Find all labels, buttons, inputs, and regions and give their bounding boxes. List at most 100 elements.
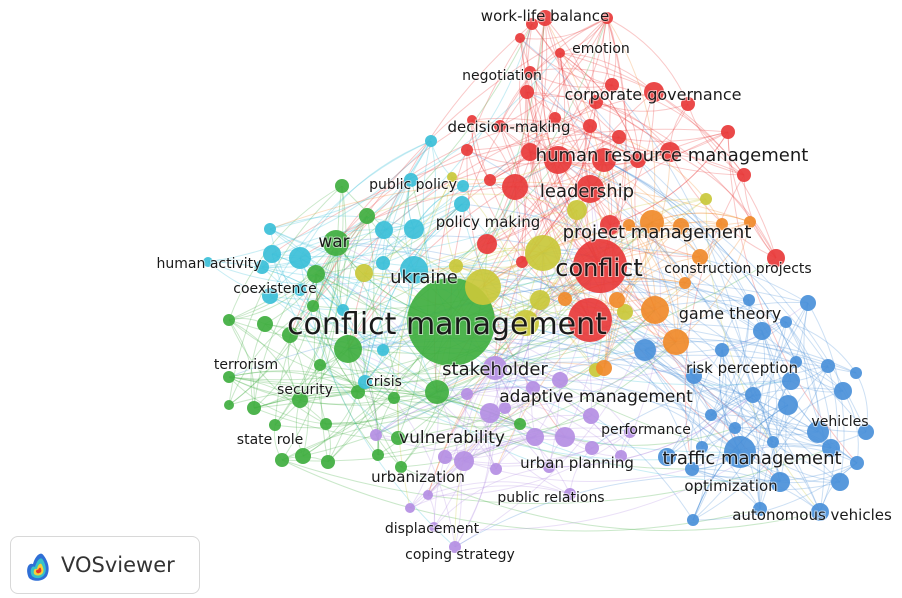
- keyword-node-cyan[interactable]: [337, 304, 349, 316]
- keyword-node-purple[interactable]: [480, 403, 500, 423]
- keyword-node-cyan[interactable]: [203, 257, 213, 267]
- keyword-node-green[interactable]: [391, 431, 405, 445]
- keyword-node-blue[interactable]: [780, 316, 792, 328]
- keyword-node-blue[interactable]: [724, 436, 756, 468]
- label-displacement[interactable]: displacement: [384, 520, 481, 538]
- keyword-node-orange[interactable]: [558, 292, 572, 306]
- keyword-node-red[interactable]: [644, 82, 664, 102]
- keyword-node-blue[interactable]: [634, 339, 656, 361]
- keyword-node-cyan[interactable]: [454, 196, 470, 212]
- keyword-node-green[interactable]: [372, 449, 384, 461]
- keyword-node-cyan[interactable]: [425, 135, 437, 147]
- keyword-node-orange[interactable]: [596, 360, 612, 376]
- keyword-node-blue[interactable]: [807, 421, 829, 443]
- label-terrorism[interactable]: terrorism: [213, 356, 279, 374]
- keyword-node-red[interactable]: [681, 97, 695, 111]
- keyword-node-cyan[interactable]: [289, 247, 311, 269]
- keyword-node-yellow[interactable]: [513, 310, 539, 336]
- label-crisis[interactable]: crisis: [365, 373, 403, 391]
- keyword-node-red[interactable]: [467, 115, 477, 125]
- keyword-node-red[interactable]: [477, 234, 497, 254]
- keyword-node-red[interactable]: [555, 48, 565, 58]
- keyword-node-blue[interactable]: [658, 448, 676, 466]
- keyword-node-red[interactable]: [568, 298, 612, 342]
- keyword-node-red[interactable]: [767, 249, 785, 267]
- label-corporate-governance[interactable]: corporate governance: [564, 84, 743, 105]
- keyword-node-purple[interactable]: [461, 388, 473, 400]
- label-coexistence[interactable]: coexistence: [232, 280, 317, 298]
- keyword-node-red[interactable]: [605, 78, 619, 92]
- keyword-node-red[interactable]: [612, 130, 626, 144]
- label-conflict[interactable]: conflict: [554, 253, 643, 283]
- keyword-node-orange[interactable]: [623, 219, 635, 231]
- keyword-node-orange[interactable]: [744, 216, 756, 228]
- label-game-theory[interactable]: game theory: [678, 303, 783, 324]
- keyword-node-red[interactable]: [516, 256, 528, 268]
- keyword-node-purple[interactable]: [624, 426, 636, 438]
- label-state-role[interactable]: state role: [236, 431, 304, 449]
- keyword-node-red[interactable]: [544, 146, 572, 174]
- keyword-node-blue[interactable]: [753, 322, 771, 340]
- keyword-node-blue[interactable]: [822, 439, 840, 457]
- keyword-node-red[interactable]: [520, 85, 534, 99]
- keyword-node-blue[interactable]: [686, 368, 702, 384]
- keyword-node-blue[interactable]: [685, 462, 699, 476]
- keyword-node-red[interactable]: [537, 10, 553, 26]
- keyword-node-yellow[interactable]: [700, 193, 712, 205]
- label-human-activity[interactable]: human activity: [156, 255, 263, 273]
- label-performance[interactable]: performance: [600, 421, 692, 439]
- keyword-node-blue[interactable]: [811, 503, 829, 521]
- keyword-node-cyan[interactable]: [264, 223, 276, 235]
- keyword-node-red[interactable]: [573, 239, 627, 293]
- keyword-node-orange[interactable]: [673, 218, 689, 234]
- keyword-node-orange[interactable]: [716, 218, 728, 230]
- label-urbanization[interactable]: urbanization: [370, 467, 466, 487]
- keyword-node-red[interactable]: [461, 144, 473, 156]
- keyword-node-cyan[interactable]: [255, 260, 269, 274]
- label-negotiation[interactable]: negotiation: [461, 67, 543, 85]
- label-autonomous-vehicles[interactable]: autonomous vehicles: [731, 505, 893, 525]
- keyword-node-blue[interactable]: [821, 359, 835, 373]
- keyword-node-orange[interactable]: [640, 210, 664, 234]
- keyword-node-blue[interactable]: [778, 395, 798, 415]
- keyword-node-red[interactable]: [515, 33, 525, 43]
- keyword-node-green[interactable]: [223, 314, 235, 326]
- keyword-node-yellow[interactable]: [465, 269, 501, 305]
- keyword-node-blue[interactable]: [850, 456, 864, 470]
- keyword-node-green[interactable]: [282, 327, 298, 343]
- keyword-node-green[interactable]: [223, 371, 235, 383]
- keyword-node-red[interactable]: [601, 12, 613, 24]
- keyword-node-green[interactable]: [292, 392, 308, 408]
- keyword-node-red[interactable]: [737, 168, 751, 182]
- keyword-node-blue[interactable]: [753, 502, 767, 516]
- keyword-node-green[interactable]: [314, 359, 326, 371]
- keyword-node-green[interactable]: [388, 392, 400, 404]
- label-coping-strategy[interactable]: coping strategy: [404, 546, 516, 564]
- keyword-node-purple[interactable]: [564, 488, 576, 500]
- keyword-node-purple[interactable]: [370, 429, 382, 441]
- keyword-node-purple[interactable]: [499, 402, 511, 414]
- label-urban-planning[interactable]: urban planning: [519, 453, 635, 473]
- label-security[interactable]: security: [276, 381, 334, 399]
- label-leadership[interactable]: leadership: [539, 180, 635, 203]
- keyword-node-green[interactable]: [320, 418, 332, 430]
- label-policy-making[interactable]: policy making: [435, 212, 542, 232]
- keyword-node-cyan[interactable]: [358, 375, 372, 389]
- label-public-relations[interactable]: public relations: [496, 489, 605, 507]
- label-project-management[interactable]: project management: [562, 221, 753, 244]
- keyword-node-red[interactable]: [576, 175, 604, 203]
- keyword-node-blue[interactable]: [858, 424, 874, 440]
- label-decision-making[interactable]: decision-making: [447, 117, 572, 137]
- keyword-node-blue[interactable]: [767, 436, 779, 448]
- keyword-node-purple[interactable]: [438, 450, 452, 464]
- label-traffic-management[interactable]: traffic management: [661, 447, 842, 470]
- keyword-node-purple[interactable]: [526, 381, 540, 395]
- keyword-node-orange[interactable]: [692, 249, 708, 265]
- keyword-node-purple[interactable]: [555, 427, 575, 447]
- keyword-node-green[interactable]: [323, 230, 349, 256]
- keyword-node-cyan[interactable]: [377, 344, 389, 356]
- keyword-node-yellow[interactable]: [447, 172, 457, 182]
- keyword-node-blue[interactable]: [743, 294, 755, 306]
